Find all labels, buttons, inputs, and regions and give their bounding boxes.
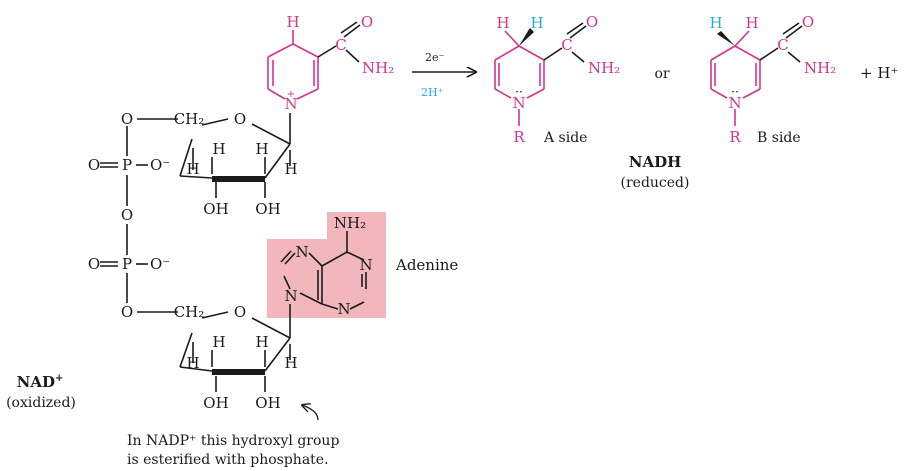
carboxamide-b-side (759, 22, 803, 63)
atom-h-ribose-l2: H (212, 333, 225, 351)
atom-n9-adenine: N (284, 287, 297, 305)
reaction-electrons: 2e⁻ (425, 51, 445, 64)
nicotinamide-ring-a-side (494, 30, 545, 126)
atom-h-ribose-l1: H (186, 354, 199, 372)
atom-h-a-side-2: H (530, 14, 543, 32)
atom-oh-ribose-u2: OH (255, 200, 280, 218)
atom-c-amide: C (335, 36, 346, 54)
atom-o-a-side: O (586, 13, 598, 31)
atom-n-dots-a-side: ·· (515, 85, 523, 99)
n-plus-charge: + (287, 89, 295, 100)
atom-r-b-side: R (729, 128, 741, 146)
atom-nh2-adenine: NH₂ (334, 214, 366, 232)
atom-o-amide: O (361, 13, 373, 31)
nadh-state-label: (reduced) (621, 175, 690, 191)
atom-o-phosphate-link-1: O (121, 110, 133, 128)
note-pointer-arrow (302, 405, 319, 421)
atom-h-ribose-u4: H (284, 160, 297, 178)
nadh-label: NADH (629, 153, 682, 171)
atom-o-ribose-upper: O (234, 110, 246, 128)
plus-h-label: + H⁺ (860, 64, 898, 82)
atom-p-1: P (122, 156, 132, 174)
nicotinamide-ring-b-side (710, 30, 761, 126)
atom-h-a-side-1: H (496, 14, 509, 32)
atom-h-ribose-u3: H (255, 140, 268, 158)
atom-h-ribose-l3: H (255, 333, 268, 351)
a-side-label: A side (543, 130, 587, 146)
atom-c-a-side: C (561, 36, 572, 54)
nicotinamide-ring-oxidized (267, 30, 319, 100)
atom-n1-adenine: N (359, 256, 372, 274)
atom-o-ribose-lower: O (234, 303, 246, 321)
carboxamide-a-side (543, 22, 587, 63)
atom-h-b-side-1: H (709, 14, 722, 32)
atom-n-b-side: N (728, 94, 741, 112)
atom-n-plus: N (284, 95, 297, 113)
ribose-ring-lower (179, 304, 291, 392)
atom-n7-adenine: N (295, 243, 308, 261)
atom-nh2-a-side: NH₂ (588, 59, 620, 77)
adenine-label: Adenine (395, 256, 458, 274)
atom-n3-adenine: N (337, 300, 350, 318)
atom-h-b-side-2: H (745, 14, 758, 32)
atom-h-nicotinamide: H (286, 13, 299, 31)
atom-o-phosphate-link-2: O (121, 303, 133, 321)
carboxamide-oxidized (317, 21, 361, 63)
ribose-bold-bond-lower (212, 369, 265, 375)
adenine-highlight-box (267, 212, 386, 318)
atom-oh-ribose-u1: OH (203, 200, 228, 218)
atom-o-minus-2: O⁻ (150, 255, 170, 273)
atom-h-ribose-u2: H (212, 140, 225, 158)
atom-n-dots-b-side: ·· (731, 85, 739, 99)
atom-p-2: P (122, 255, 132, 273)
nad-label: NAD+ (17, 373, 64, 391)
atom-o-bridge: O (121, 206, 133, 224)
atom-ch2-upper: CH₂ (174, 110, 205, 128)
atom-nh2-amide: NH₂ (362, 59, 394, 77)
reaction-protons: 2H⁺ (421, 86, 444, 99)
atom-n-a-side: N (512, 94, 525, 112)
ribose-bold-bond-upper (212, 176, 265, 182)
atom-o-b-side: O (802, 13, 814, 31)
atom-ch2-lower: CH₂ (174, 303, 205, 321)
atom-r-a-side: R (513, 128, 525, 146)
atom-c-b-side: C (777, 36, 788, 54)
nadp-note-line1: In NADP⁺ this hydroxyl group (127, 433, 339, 449)
or-label: or (654, 66, 669, 82)
b-side-hydride-wedge (717, 31, 735, 46)
ribose-ring-upper (179, 113, 291, 198)
atom-oh-ribose-l1: OH (203, 394, 228, 412)
a-side-hydride-wedge-bond (519, 28, 534, 46)
atom-o-minus-1: O⁻ (150, 156, 170, 174)
phosphate-backbone (100, 118, 178, 313)
nadp-note-line2: is esterified with phosphate. (127, 452, 329, 468)
b-side-label: B side (757, 130, 801, 146)
atom-o-double-1: O (88, 156, 100, 174)
atom-o-double-2: O (88, 255, 100, 273)
atom-nh2-b-side: NH₂ (804, 59, 836, 77)
atom-h-ribose-u1: H (186, 160, 199, 178)
nad-state-label: (oxidized) (6, 395, 76, 411)
atom-h-ribose-l4: H (284, 354, 297, 372)
adenine-ring (280, 231, 367, 310)
atom-oh-ribose-l2: OH (255, 394, 280, 412)
